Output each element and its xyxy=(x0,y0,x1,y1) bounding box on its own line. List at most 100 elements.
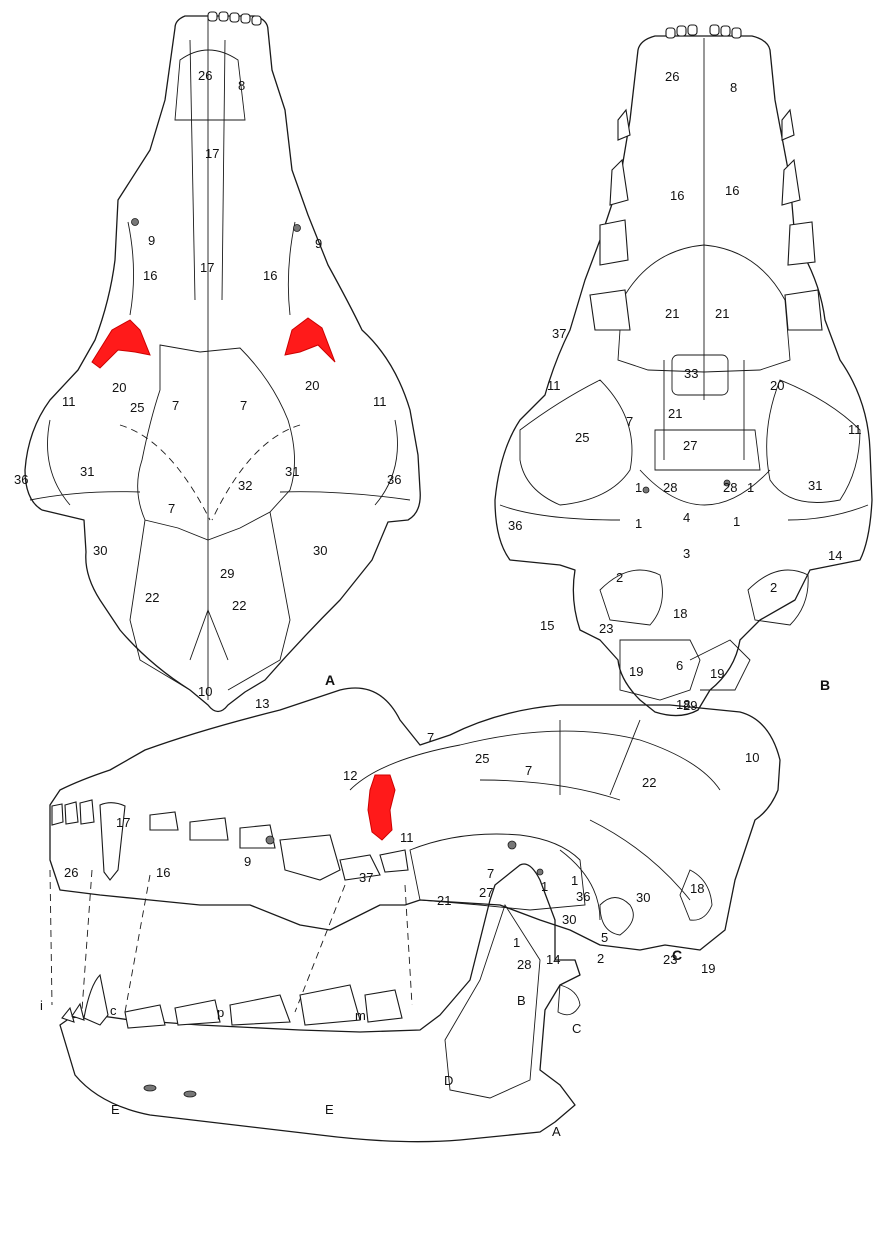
label-a-11: 11 xyxy=(373,394,387,409)
label-a-24: 22 xyxy=(145,590,159,605)
label-c-23: 5 xyxy=(601,930,608,945)
label-b-1: 8 xyxy=(730,80,737,95)
label-c-10: 7 xyxy=(487,866,494,881)
label-c-15: 1 xyxy=(541,879,548,894)
label-b-11: 25 xyxy=(575,430,589,445)
label-a-26: 10 xyxy=(198,684,212,699)
label-a-12: 25 xyxy=(130,400,144,415)
label-b-2: 16 xyxy=(670,188,684,203)
label-c-24: 14 xyxy=(546,952,560,967)
label-jaw-6: E xyxy=(111,1102,120,1117)
label-c-22: 1 xyxy=(513,935,520,950)
label-c-2: 25 xyxy=(475,751,489,766)
lower-tooth-row xyxy=(62,975,402,1028)
label-b-28: 15 xyxy=(540,618,554,633)
label-a-23: 29 xyxy=(220,566,234,581)
label-a-4: 9 xyxy=(315,236,322,251)
label-c-25: 28 xyxy=(517,957,531,972)
label-a-13: 7 xyxy=(172,398,179,413)
label-b-10: 21 xyxy=(668,406,682,421)
label-jaw-5: C xyxy=(572,1021,581,1036)
label-a-16: 31 xyxy=(80,464,94,479)
label-c-20: 21 xyxy=(437,893,451,908)
label-b-7: 33 xyxy=(684,366,698,381)
label-a-22: 30 xyxy=(313,543,327,558)
label-b-13: 11 xyxy=(848,422,862,437)
label-c-26: 2 xyxy=(597,951,604,966)
label-c-13: 16 xyxy=(156,865,170,880)
label-jaw-8: E xyxy=(325,1102,334,1117)
label-b-9: 11 xyxy=(547,378,561,393)
panel-label-c: C xyxy=(672,947,682,963)
label-b-25: 14 xyxy=(828,548,842,563)
label-b-19: 31 xyxy=(808,478,822,493)
skull-dorsal-view-a xyxy=(25,12,420,712)
highlight-left-a xyxy=(92,320,150,368)
label-c-7: 17 xyxy=(116,815,130,830)
label-b-26: 2 xyxy=(616,570,623,585)
label-b-30: 18 xyxy=(673,606,687,621)
label-a-10: 11 xyxy=(62,394,76,409)
incisor-row-a xyxy=(208,12,261,25)
label-b-5: 21 xyxy=(715,306,729,321)
label-b-17: 28 xyxy=(723,480,737,495)
label-a-8: 20 xyxy=(112,380,126,395)
label-c-11: 9 xyxy=(244,854,251,869)
label-jaw-2: p xyxy=(217,1005,224,1020)
label-jaw-1: c xyxy=(110,1003,117,1018)
label-b-14: 27 xyxy=(683,438,697,453)
upper-tooth-row-c xyxy=(52,800,408,880)
label-c-16: 36 xyxy=(576,889,590,904)
label-b-31: 19 xyxy=(629,664,643,679)
label-c-0: 29 xyxy=(683,698,697,713)
label-c-18: 18 xyxy=(690,881,704,896)
label-b-12: 7 xyxy=(626,414,633,429)
label-c-14: 27 xyxy=(479,885,493,900)
label-b-27: 2 xyxy=(770,580,777,595)
label-b-21: 1 xyxy=(635,516,642,531)
label-a-3: 9 xyxy=(148,233,155,248)
label-b-6: 37 xyxy=(552,326,566,341)
label-c-17: 30 xyxy=(636,890,650,905)
label-a-9: 20 xyxy=(305,378,319,393)
label-a-6: 16 xyxy=(143,268,157,283)
label-c-28: 19 xyxy=(701,961,715,976)
label-b-8: 20 xyxy=(770,378,784,393)
label-b-4: 21 xyxy=(665,306,679,321)
label-b-32: 6 xyxy=(676,658,683,673)
label-c-4: 22 xyxy=(642,775,656,790)
label-jaw-9: A xyxy=(552,1124,561,1139)
label-c-8: 1 xyxy=(571,873,578,888)
label-b-3: 16 xyxy=(725,183,739,198)
label-c-1: 7 xyxy=(427,730,434,745)
label-b-20: 36 xyxy=(508,518,522,533)
label-b-15: 1 xyxy=(635,480,642,495)
label-b-18: 1 xyxy=(747,480,754,495)
label-b-16: 28 xyxy=(663,480,677,495)
label-b-0: 26 xyxy=(665,69,679,84)
panel-label-a: A xyxy=(325,672,335,688)
label-a-5: 17 xyxy=(200,260,214,275)
label-a-0: 26 xyxy=(198,68,212,83)
label-b-22: 4 xyxy=(683,510,690,525)
label-a-20: 7 xyxy=(168,501,175,516)
label-b-33: 19 xyxy=(710,666,724,681)
label-a-21: 30 xyxy=(93,543,107,558)
label-c-12: 26 xyxy=(64,865,78,880)
label-jaw-7: D xyxy=(444,1073,453,1088)
label-jaw-3: m xyxy=(355,1008,366,1023)
label-c-19: 37 xyxy=(359,870,373,885)
highlight-lateral-c xyxy=(368,775,395,840)
label-c-6: 12 xyxy=(343,768,357,783)
label-a-27: 13 xyxy=(255,696,269,711)
label-a-1: 8 xyxy=(238,78,245,93)
label-c-21: 30 xyxy=(562,912,576,927)
label-a-18: 31 xyxy=(285,464,299,479)
panel-label-b: B xyxy=(820,677,830,693)
label-b-29: 23 xyxy=(599,621,613,636)
label-c-3: 7 xyxy=(525,763,532,778)
label-a-17: 32 xyxy=(238,478,252,493)
